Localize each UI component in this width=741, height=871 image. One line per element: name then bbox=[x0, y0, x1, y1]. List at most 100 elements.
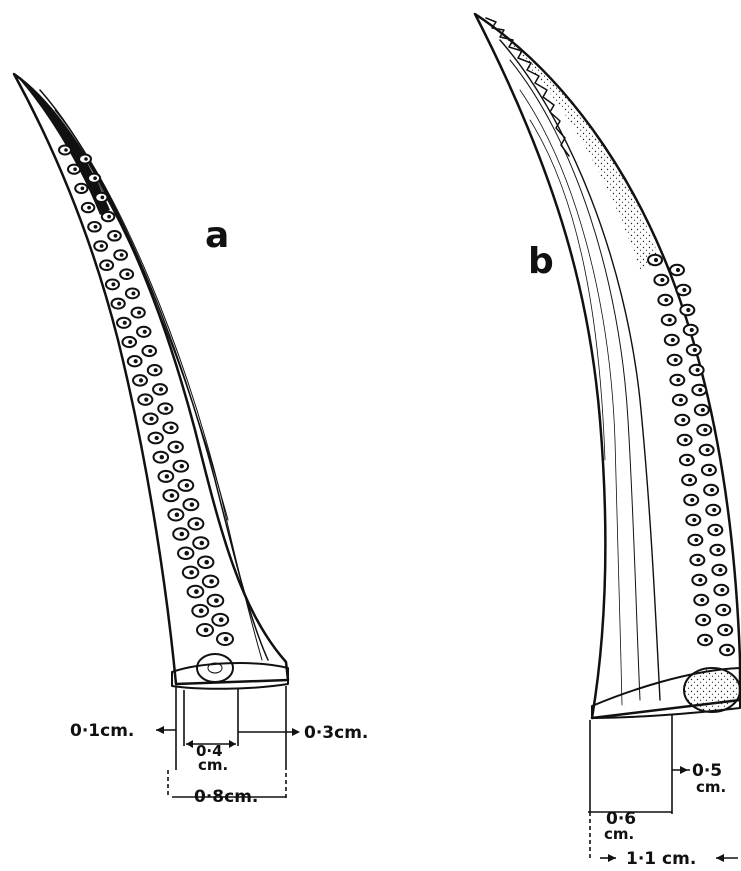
panel-label-a: a bbox=[205, 215, 229, 256]
tubercle-core bbox=[712, 508, 716, 512]
spine-b bbox=[475, 14, 740, 718]
tubercle-core bbox=[700, 598, 704, 602]
tubercle-core bbox=[726, 648, 730, 652]
tubercle-core bbox=[214, 598, 219, 603]
tubercle-core bbox=[185, 483, 189, 487]
tubercle-core bbox=[722, 608, 726, 612]
tubercle-core bbox=[195, 522, 200, 527]
tubercle-core bbox=[676, 268, 680, 272]
tubercle-core bbox=[81, 187, 85, 191]
tubercle-core bbox=[100, 244, 104, 248]
tubercle-core bbox=[708, 468, 712, 472]
tubercle-core bbox=[701, 408, 705, 412]
measure-a-total: 0·8cm. bbox=[194, 787, 258, 807]
tubercle-core bbox=[73, 167, 77, 171]
tubercle-core bbox=[219, 617, 224, 622]
tubercle-core bbox=[200, 541, 205, 546]
tubercle-core bbox=[137, 311, 141, 315]
tubercle-core bbox=[724, 628, 728, 632]
tubercle-core bbox=[165, 474, 169, 478]
tubercle-core bbox=[170, 493, 174, 497]
measure-b-total: 1·1 cm. bbox=[626, 849, 696, 869]
tubercle-core bbox=[143, 330, 147, 334]
tubercle-core bbox=[194, 589, 199, 594]
tubercle-core bbox=[710, 488, 714, 492]
tubercle-core bbox=[149, 417, 153, 421]
tubercle-core bbox=[64, 148, 68, 152]
tubercle-core bbox=[111, 282, 115, 286]
tubercle-core bbox=[189, 570, 194, 575]
tubercle-core bbox=[690, 328, 694, 332]
tubercle-core bbox=[154, 368, 158, 372]
tubercle-core bbox=[714, 528, 718, 532]
tubercle-core bbox=[698, 388, 702, 392]
tubercle-core bbox=[209, 579, 214, 584]
tubercle-core bbox=[169, 426, 173, 430]
tubercle-core bbox=[160, 455, 164, 459]
tubercle-core bbox=[696, 558, 700, 562]
spine-a bbox=[14, 74, 288, 689]
tubercle-core bbox=[84, 157, 88, 161]
tubercle-core bbox=[159, 387, 163, 391]
tubercle-core bbox=[702, 618, 706, 622]
tubercle-core bbox=[114, 234, 118, 238]
tubercle-core bbox=[144, 397, 148, 401]
tubercle-core bbox=[671, 338, 675, 342]
tubercle-core bbox=[204, 628, 209, 633]
tubercle-core bbox=[120, 253, 124, 257]
tubercle-core bbox=[93, 176, 97, 180]
tubercle-core bbox=[134, 359, 138, 363]
tubercle-core bbox=[696, 368, 700, 372]
tubercle-core bbox=[224, 637, 229, 642]
measure-a-left: 0·1cm. bbox=[70, 721, 134, 741]
tubercle-core bbox=[180, 532, 185, 537]
tubercle-core bbox=[155, 436, 159, 440]
measure-b-right-unit: cm. bbox=[696, 778, 726, 796]
tubercle-core bbox=[694, 538, 698, 542]
tubercle-core bbox=[199, 608, 204, 613]
tubercle-core bbox=[704, 638, 708, 642]
tubercle-core bbox=[681, 418, 685, 422]
tubercle-core bbox=[716, 548, 720, 552]
tubercle-core bbox=[131, 291, 135, 295]
tubercle-core bbox=[107, 215, 111, 219]
tubercle-core bbox=[654, 258, 658, 262]
tubercle-core bbox=[674, 358, 678, 362]
tubercle-core bbox=[126, 272, 130, 276]
tubercle-core bbox=[204, 560, 209, 565]
tubercle-core bbox=[668, 318, 672, 322]
panel-label-b: b bbox=[528, 241, 554, 282]
tubercle-core bbox=[698, 578, 702, 582]
tubercle-core bbox=[686, 458, 690, 462]
tubercle-core bbox=[175, 445, 179, 449]
tubercle-core bbox=[190, 502, 194, 506]
tubercle-core bbox=[184, 551, 189, 556]
tubercle-core bbox=[94, 225, 98, 229]
tubercle-core bbox=[679, 398, 683, 402]
tubercle-core bbox=[660, 278, 664, 282]
tubercle-core bbox=[164, 406, 168, 410]
tubercle-core bbox=[688, 478, 692, 482]
tubercle-core bbox=[676, 378, 680, 382]
tubercle-core bbox=[180, 464, 184, 468]
tubercle-core bbox=[720, 588, 724, 592]
measurement-lines-a bbox=[156, 686, 292, 798]
measure-a-inner-unit: cm. bbox=[198, 756, 228, 774]
tubercle-core bbox=[123, 321, 127, 325]
tubercle-core bbox=[117, 302, 121, 306]
tubercle-core bbox=[706, 448, 710, 452]
tubercle-core bbox=[693, 348, 697, 352]
tubercle-core bbox=[686, 308, 690, 312]
tubercle-core bbox=[684, 438, 688, 442]
tubercle-core bbox=[106, 263, 110, 267]
tubercle-core bbox=[148, 349, 152, 353]
tubercle-core bbox=[101, 196, 105, 200]
tubercle-core bbox=[664, 298, 668, 302]
tubercle-core bbox=[139, 378, 143, 382]
tubercle-core bbox=[703, 428, 707, 432]
tubercle-core bbox=[175, 513, 180, 518]
tubercle-core bbox=[128, 340, 132, 344]
tubercle-core bbox=[682, 288, 686, 292]
tubercle-core bbox=[87, 206, 91, 210]
